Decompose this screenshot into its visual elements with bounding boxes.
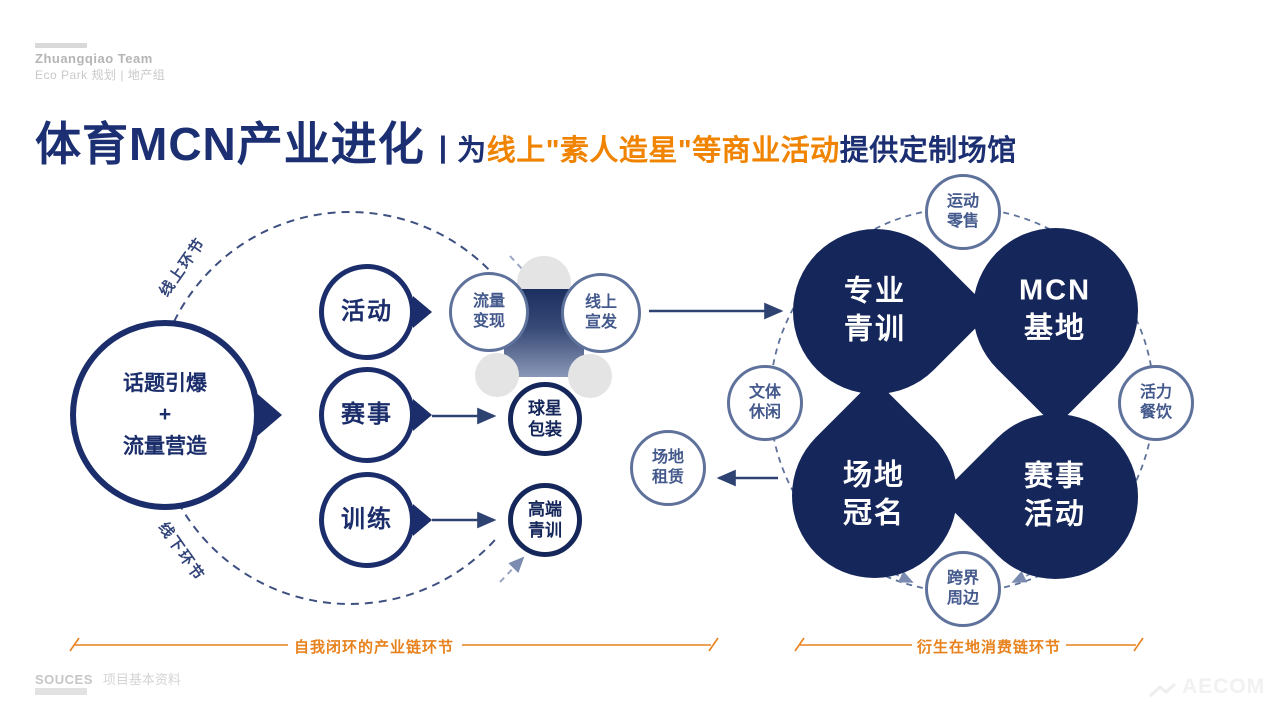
- stage-activity-arrow-point: [413, 296, 432, 328]
- stage-match-circle: 赛事: [319, 367, 415, 463]
- node-traffic-monetize: 流量 变现: [449, 272, 529, 352]
- hub-arrow-point: [254, 391, 282, 439]
- satellite-sports-retail: 运动 零售: [925, 174, 1001, 250]
- petal-pro-youth-label: 专业 青训: [844, 275, 907, 346]
- logo-bar: [35, 43, 87, 48]
- stage-activity-label: 活动: [341, 298, 393, 325]
- node-online-publish-label: 线上 宣发: [584, 294, 617, 331]
- cluster-gray-circle-left: [475, 353, 519, 397]
- title-main: 体育MCN产业进化: [35, 118, 425, 170]
- left-dashed-arc: [152, 211, 499, 605]
- satellite-venue-rental-label: 场地 租赁: [651, 449, 684, 486]
- stage-match-label: 赛事: [341, 401, 393, 428]
- title-divider: |: [438, 131, 448, 164]
- dashed-arrow-into-elite: [499, 556, 525, 583]
- node-star-packaging-label: 球星 包装: [528, 398, 562, 439]
- stage-training-label: 训练: [341, 506, 393, 533]
- petal-event-activity-label: 赛事 活动: [1024, 460, 1087, 531]
- subtitle-prefix: 为: [457, 135, 487, 167]
- source-text: 项目基本资料: [102, 672, 181, 687]
- source-line: SOUCES 项目基本资料: [35, 669, 181, 688]
- left-bracket: [69, 637, 719, 652]
- satellite-crossover-merch: 跨界 周边: [925, 551, 1001, 627]
- logo-line1: Zhuangqiao Team: [35, 51, 153, 66]
- logo-line2: Eco Park 规划 | 地产组: [35, 68, 166, 82]
- node-elite-training-label: 高端 青训: [528, 499, 562, 540]
- stage-activity-circle: 活动: [319, 264, 415, 360]
- right-bracket-label: 衍生在地消费链环节: [916, 639, 1061, 656]
- subtitle-suffix: 提供定制场馆: [839, 135, 1017, 167]
- node-traffic-monetize-label: 流量 变现: [472, 293, 505, 330]
- satellite-crossover-merch-label: 跨界 周边: [946, 570, 979, 607]
- petal-venue-naming-label: 场地 冠名: [843, 459, 906, 530]
- satellite-culture-leisure: 文体 休闲: [727, 365, 803, 441]
- satellite-sports-retail-label: 运动 零售: [946, 193, 979, 230]
- satellite-vitality-dining-label: 活力 餐饮: [1139, 384, 1172, 421]
- subtitle-highlight: 线上"素人造星"等商业活动: [486, 135, 840, 167]
- satellite-culture-leisure-label: 文体 休闲: [748, 384, 781, 421]
- source-label: SOUCES: [35, 672, 93, 687]
- node-star-packaging: 球星 包装: [508, 382, 582, 456]
- brand-logo: AECOM: [1182, 675, 1266, 698]
- satellite-vitality-dining: 活力 餐饮: [1118, 365, 1194, 441]
- petal-mcn-base-label: MCN 基地: [1019, 274, 1092, 345]
- brand-mark-icon: [1148, 682, 1176, 698]
- stage-match-arrow-point: [413, 399, 432, 431]
- stage-training-arrow-point: [413, 504, 432, 536]
- hub-label: 话题引爆 + 流量营造: [123, 371, 207, 458]
- left-bracket-label: 自我闭环的产业链环节: [293, 639, 454, 656]
- right-bracket: [794, 637, 1144, 652]
- hub-topic-circle: 话题引爆 + 流量营造: [70, 320, 260, 510]
- page-title: 体育MCN产业进化 | 为 线上"素人造星"等商业活动 提供定制场馆: [35, 108, 1017, 174]
- node-elite-training: 高端 青训: [508, 483, 582, 557]
- node-online-publish: 线上 宣发: [561, 273, 641, 353]
- cluster-gray-circle-right: [568, 354, 612, 398]
- satellite-venue-rental: 场地 租赁: [630, 430, 706, 506]
- source-bar: [35, 688, 87, 695]
- stage-training-circle: 训练: [319, 472, 415, 568]
